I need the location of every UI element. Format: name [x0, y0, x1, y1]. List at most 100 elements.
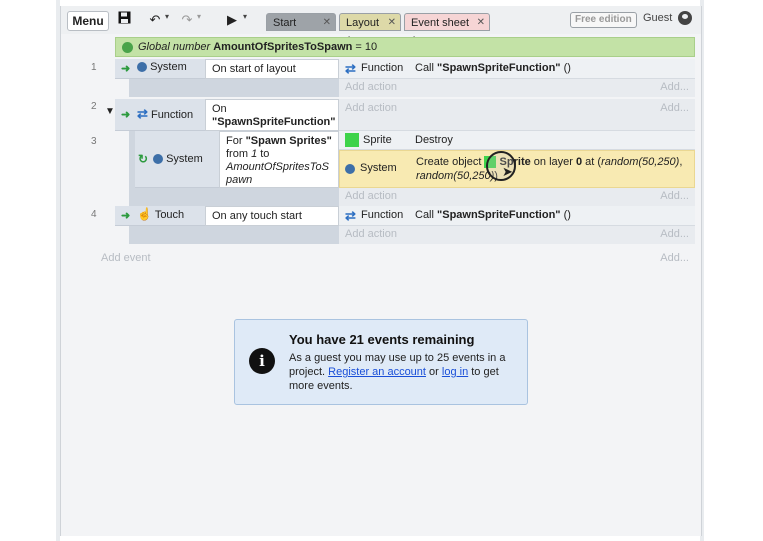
event-arrow: ➜	[121, 62, 130, 75]
condition-object: ☝ Touch	[137, 207, 184, 222]
add-more-link[interactable]: Add...	[660, 81, 689, 93]
condition-object-name: Function	[150, 109, 194, 121]
add-action-link[interactable]: Add action	[345, 228, 397, 240]
main-toolbar: Menu ↶ ▾ ↷ ▾ ▶ ▾ Start page ✕ Layout 1 ✕…	[61, 6, 701, 47]
event-arrow-icon: ➜	[121, 109, 131, 121]
add-action-row[interactable]: Add action Add...	[339, 79, 695, 97]
add-more-link[interactable]: Add...	[660, 252, 689, 264]
action-object: System	[360, 162, 397, 174]
touch-icon: ☝	[137, 207, 152, 221]
loop-name: "Spawn Sprites"	[245, 135, 332, 147]
action-text-prefix: Call	[415, 62, 438, 74]
condition[interactable]: For "Spawn Sprites" from 1 to AmountOfSp…	[219, 131, 339, 188]
action-object: Function	[361, 62, 404, 74]
global-var-prefix: Global number	[138, 41, 214, 53]
action-row-selected[interactable]: System Create object Sprite on layer 0 a…	[339, 150, 695, 188]
global-variable-row[interactable]: Global number AmountOfSpritesToSpawn = 1…	[115, 37, 695, 57]
condition-object-name: Touch	[154, 209, 185, 221]
action-text-suffix: ()	[560, 62, 571, 74]
action-layer-param: 0	[575, 156, 583, 168]
condition[interactable]: On start of layout	[205, 59, 339, 79]
action-text-prefix: Call	[415, 209, 438, 221]
condition[interactable]: On any touch start	[205, 206, 339, 226]
gear-icon	[345, 163, 355, 175]
close-icon[interactable]: ✕	[322, 17, 331, 28]
tab-start-page[interactable]: Start page ✕	[266, 13, 336, 47]
event-arrow-icon: ➜	[121, 210, 131, 222]
sprite-icon	[345, 133, 359, 147]
action-text-part: ,	[679, 156, 683, 168]
window-edge-right	[700, 0, 704, 541]
add-event-row[interactable]: Add event Add...	[97, 250, 695, 268]
close-icon[interactable]: ✕	[387, 17, 396, 28]
function-icon: ⇄	[137, 106, 148, 121]
condition-text: On	[212, 103, 227, 115]
action-function-name: "SpawnSpriteFunction"	[437, 62, 561, 74]
tab-event-sheet-1[interactable]: Event sheet 1 ✕	[404, 13, 490, 47]
play-icon[interactable]: ▶	[227, 12, 237, 27]
event-condition-area	[129, 226, 339, 244]
notice-text: As a guest you may use up to 25 events i…	[289, 352, 506, 378]
loop-to-variable-cont: pawn	[226, 174, 253, 186]
add-action-link[interactable]: Add action	[345, 102, 397, 114]
loop-to-variable: AmountOfSpritesToS	[226, 161, 329, 173]
action-row[interactable]: ⇄ Function Call "SpawnSpriteFunction" ()	[339, 206, 695, 226]
undo-icon[interactable]: ↶	[149, 12, 161, 27]
loop-line-1: For "Spawn Sprites"	[226, 135, 332, 148]
redo-dropdown-icon[interactable]: ▾	[197, 12, 202, 21]
add-action-row[interactable]: Add action Add...	[339, 188, 695, 206]
event-arrow: ➜	[121, 108, 130, 121]
condition-object: System	[137, 61, 187, 74]
gear-icon	[137, 62, 147, 73]
collapse-triangle-icon[interactable]: ▼	[105, 106, 115, 117]
event-number: 2	[91, 101, 97, 112]
tab-layout-1[interactable]: Layout 1 ✕	[339, 13, 401, 47]
action-text-part: at (	[582, 156, 602, 168]
free-edition-badge[interactable]: Free edition	[570, 12, 637, 28]
action-function-name: "SpawnSpriteFunction"	[437, 209, 561, 221]
add-action-row[interactable]: Add action Add...	[339, 226, 695, 244]
function-icon: ⇄	[345, 208, 356, 223]
loop-from-value: 1	[251, 148, 258, 160]
add-more-link[interactable]: Add...	[660, 228, 689, 240]
info-icon: i	[249, 348, 275, 374]
cursor-highlight	[486, 151, 516, 181]
gear-icon	[153, 154, 163, 165]
register-account-link[interactable]: Register an account	[328, 366, 426, 378]
notice-title: You have 21 events remaining	[289, 332, 475, 347]
user-avatar-icon[interactable]	[678, 11, 692, 25]
close-icon[interactable]: ✕	[476, 17, 485, 28]
redo-icon[interactable]: ↷	[181, 12, 193, 27]
condition-object: ⇄ Function	[137, 106, 193, 122]
action-y-expression: random(50,250)	[416, 170, 495, 182]
event-number: 4	[91, 209, 97, 220]
global-var-name: AmountOfSpritesToSpawn	[213, 41, 353, 53]
mouse-pointer-icon: ➤	[502, 164, 513, 179]
condition-text: On any touch start	[212, 210, 302, 222]
event-number: 1	[91, 62, 97, 73]
guest-label[interactable]: Guest	[643, 12, 673, 24]
action-text-part: on layer	[530, 156, 576, 168]
global-var-value: = 10	[352, 41, 378, 53]
add-action-link[interactable]: Add action	[345, 81, 397, 93]
action-text-part: Create object	[416, 156, 485, 168]
log-in-link[interactable]: log in	[441, 366, 469, 378]
action-text-suffix: ()	[560, 209, 571, 221]
condition[interactable]: On "SpawnSpriteFunction"	[205, 99, 339, 131]
undo-dropdown-icon[interactable]: ▾	[165, 12, 170, 21]
action-text: Call "SpawnSpriteFunction" ()	[415, 209, 571, 222]
action-row[interactable]: ⇄ Function Call "SpawnSpriteFunction" ()	[339, 59, 695, 79]
add-more-link[interactable]: Add...	[660, 190, 689, 202]
add-action-row[interactable]: Add action Add...	[339, 99, 695, 131]
add-action-link[interactable]: Add action	[345, 190, 397, 202]
action-row[interactable]: Sprite Destroy	[339, 131, 695, 150]
play-dropdown-icon[interactable]: ▾	[243, 12, 248, 21]
add-event-link[interactable]: Add event	[101, 252, 151, 264]
sub-event-indent	[129, 131, 135, 216]
loop-for-word: For	[226, 135, 246, 147]
menu-button[interactable]: Menu	[67, 11, 109, 31]
loop-line-2: from 1 to	[226, 148, 269, 161]
add-more-link[interactable]: Add...	[660, 102, 689, 114]
save-icon[interactable]	[116, 11, 132, 29]
event-number: 3	[91, 136, 97, 147]
